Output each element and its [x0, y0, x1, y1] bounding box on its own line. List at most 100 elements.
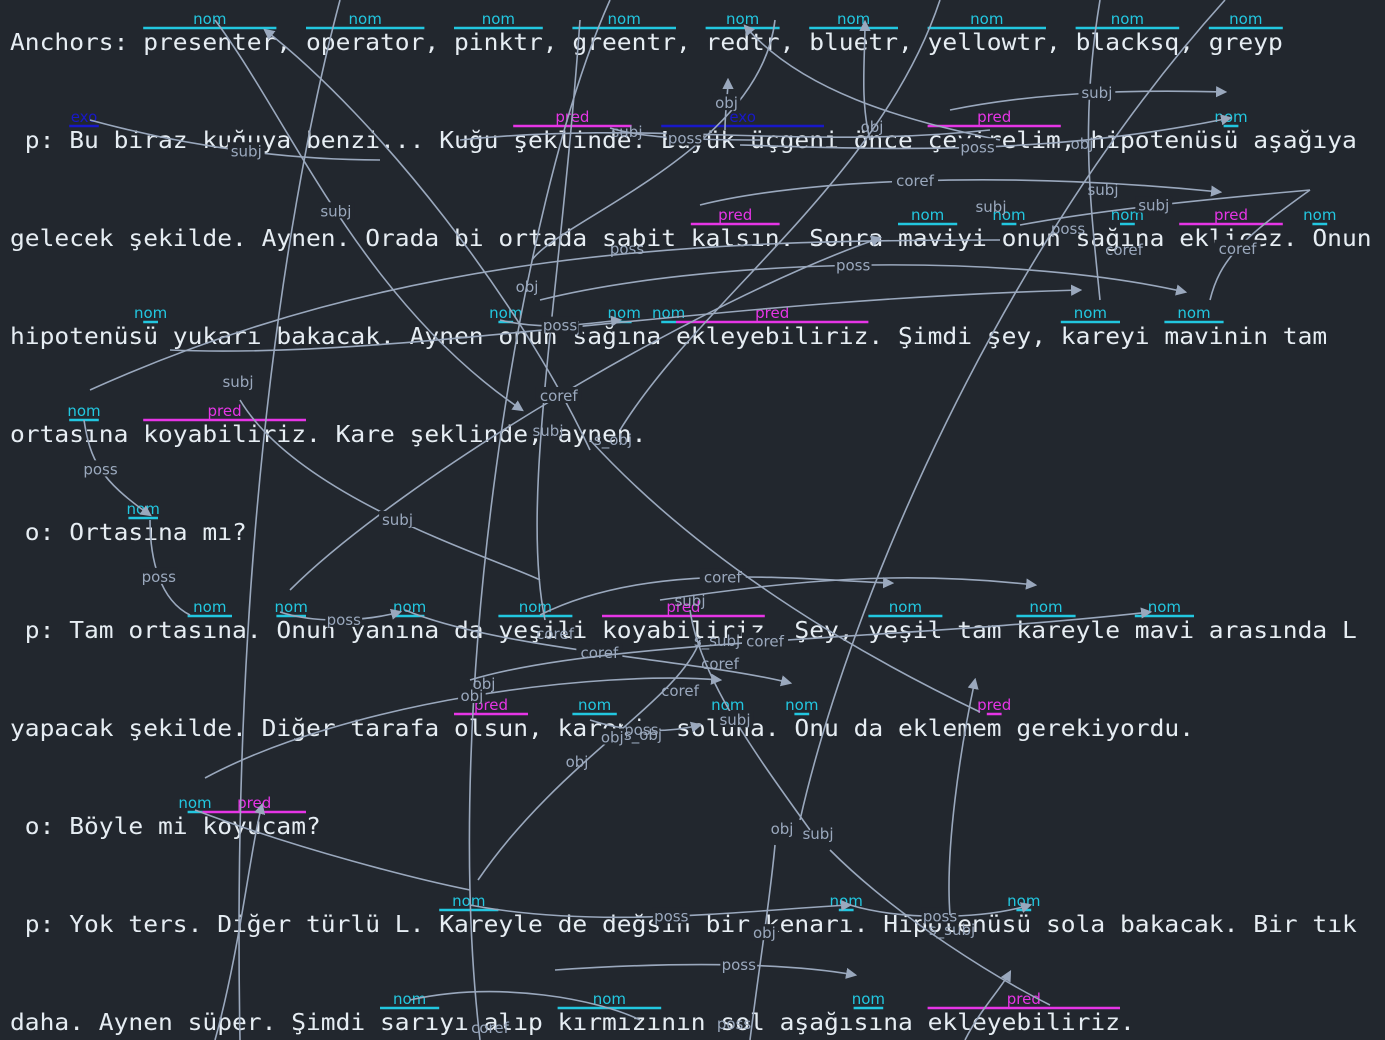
- relation-label: coref: [536, 625, 574, 643]
- relation-edge[interactable]: [619, 0, 941, 431]
- edge-label: subj: [719, 711, 750, 729]
- span-label-nom[interactable]: nom: [785, 696, 818, 714]
- span-label-nom[interactable]: nom: [1177, 304, 1210, 322]
- edge-label-bg: [720, 956, 758, 972]
- span-label-nom[interactable]: nom: [127, 500, 160, 518]
- relation-edge[interactable]: [1087, 0, 1101, 301]
- relation-edge[interactable]: [194, 809, 471, 891]
- relation-edge[interactable]: [799, 0, 1226, 821]
- span-label-nom[interactable]: nom: [1029, 598, 1062, 616]
- edge-label: poss: [722, 956, 757, 974]
- relation-edge[interactable]: [531, 19, 776, 261]
- span-label-nom[interactable]: nom: [578, 696, 611, 714]
- span-label-pred[interactable]: pred: [1214, 206, 1248, 224]
- relation-label: coref: [471, 1019, 509, 1037]
- span-label-pred[interactable]: pred: [977, 108, 1011, 126]
- span-label-nom[interactable]: nom: [393, 990, 426, 1008]
- span-label-nom[interactable]: nom: [482, 10, 515, 28]
- span-label-pred[interactable]: pred: [666, 598, 700, 616]
- relation-label: obj: [516, 278, 539, 296]
- relation-label: subj: [975, 198, 1006, 216]
- span-label-pred[interactable]: pred: [977, 696, 1011, 714]
- span-label-nom[interactable]: nom: [349, 10, 382, 28]
- relation-edge[interactable]: [589, 439, 981, 713]
- span-label-nom[interactable]: nom: [1303, 206, 1336, 224]
- edge-label: obj: [601, 729, 624, 747]
- edge-label: poss: [923, 907, 958, 925]
- edge-label-bg: [227, 142, 265, 159]
- span-label-nom[interactable]: nom: [911, 206, 944, 224]
- relation-edge[interactable]: [263, 28, 591, 451]
- edge-label-bg: [325, 610, 363, 627]
- span-label-nom[interactable]: nom: [1229, 10, 1262, 28]
- edge-label-bg: [317, 202, 355, 219]
- relation-edge[interactable]: [409, 990, 641, 1021]
- relation-label: obj: [861, 118, 884, 136]
- relation-label: obj: [566, 753, 589, 771]
- relation-edge[interactable]: [214, 802, 266, 1040]
- span-label-pred[interactable]: pred: [1007, 990, 1041, 1008]
- edge-label: coref: [746, 633, 784, 651]
- span-label-pred[interactable]: pred: [237, 794, 271, 812]
- relation-label: subj: [674, 592, 705, 610]
- span-label-nom[interactable]: nom: [1111, 10, 1144, 28]
- relation-edge[interactable]: [743, 24, 1001, 141]
- transcript-line: o: Böyle mi koyucam?: [10, 814, 321, 840]
- span-label-pred[interactable]: pred: [718, 206, 752, 224]
- transcript-line: Anchors: presenter, operator, pinktr, gr…: [10, 30, 1283, 56]
- span-label-nom[interactable]: nom: [711, 696, 744, 714]
- edge-label-bg: [742, 632, 788, 649]
- span-label-nom[interactable]: nom: [275, 598, 308, 616]
- span-label-nom[interactable]: nom: [970, 10, 1003, 28]
- span-label-nom[interactable]: nom: [178, 794, 211, 812]
- edge-label: poss: [668, 130, 703, 148]
- span-label-nom[interactable]: nom: [489, 304, 522, 322]
- transcript-line: o: Ortasına mı?: [10, 520, 247, 546]
- edge-label-bg: [1078, 83, 1116, 100]
- span-label-nom[interactable]: nom: [193, 598, 226, 616]
- span-label-pred[interactable]: pred: [208, 402, 242, 420]
- edge-label-bg: [622, 721, 660, 737]
- span-label-exo[interactable]: exo: [71, 108, 98, 126]
- edge-label: poss: [327, 611, 362, 629]
- edge-label: poss: [543, 317, 578, 335]
- relation-edge[interactable]: [459, 129, 991, 141]
- span-label-nom[interactable]: nom: [608, 304, 641, 322]
- transcript-line: p: Tam ortasına. Onun yanına da yeşili k…: [10, 618, 1357, 644]
- span-label-nom[interactable]: nom: [519, 598, 552, 616]
- edge-label-bg: [716, 711, 754, 727]
- relation-edge[interactable]: [948, 677, 979, 916]
- span-label-nom[interactable]: nom: [452, 892, 485, 910]
- span-label-nom[interactable]: nom: [608, 10, 641, 28]
- span-label-nom[interactable]: nom: [67, 402, 100, 420]
- span-label-nom[interactable]: nom: [593, 990, 626, 1008]
- span-label-nom[interactable]: nom: [1074, 304, 1107, 322]
- edge-label-bg: [699, 568, 746, 585]
- relation-edge[interactable]: [964, 970, 1012, 1040]
- edge-label-bg: [458, 687, 486, 703]
- relation-edge[interactable]: [859, 19, 871, 141]
- relation-edge[interactable]: [238, 0, 341, 1040]
- span-label-nom[interactable]: nom: [992, 206, 1025, 224]
- span-label-nom[interactable]: nom: [889, 598, 922, 616]
- span-label-nom[interactable]: nom: [852, 990, 885, 1008]
- relation-label: poss: [610, 240, 645, 258]
- edge-label: coref: [580, 644, 618, 662]
- relation-edge[interactable]: [829, 849, 1051, 1006]
- span-label-nom[interactable]: nom: [193, 10, 226, 28]
- span-label-exo[interactable]: exo: [729, 108, 756, 126]
- span-label-nom[interactable]: nom: [726, 10, 759, 28]
- relation-label: obj: [473, 675, 496, 693]
- edge-label-bg: [959, 138, 996, 155]
- edge-label-bg: [652, 907, 690, 924]
- relation-label: poss: [717, 1015, 752, 1033]
- span-label-nom[interactable]: nom: [134, 304, 167, 322]
- span-annotations: nom nom nom nom nom nom nom nom nom exo pred exo pre…: [67, 10, 1336, 1010]
- relation-edge[interactable]: [468, 0, 611, 1040]
- edge-label: poss: [83, 460, 118, 478]
- relation-edge[interactable]: [659, 576, 1038, 601]
- span-label-nom[interactable]: nom: [1148, 598, 1181, 616]
- span-label-nom[interactable]: nom: [1214, 108, 1247, 126]
